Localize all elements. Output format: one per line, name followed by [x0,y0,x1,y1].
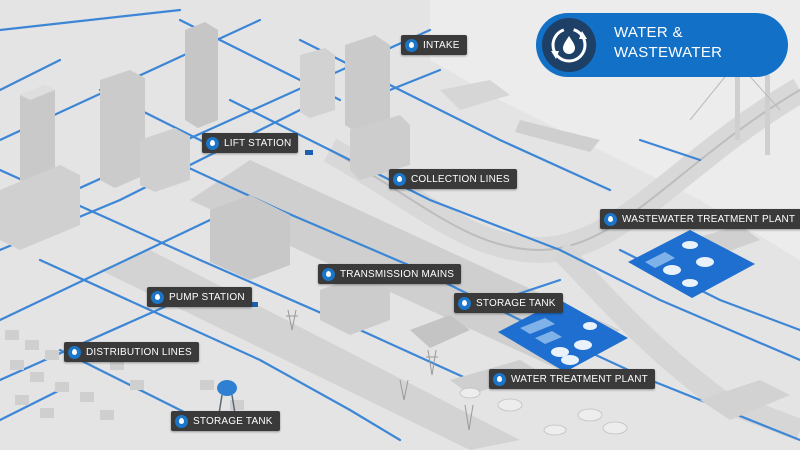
label-transmission-mains[interactable]: TRANSMISSION MAINS [318,264,462,284]
label-text: WASTEWATER TREATMENT PLANT [622,213,796,225]
water-drop-icon [68,345,81,359]
label-text: INTAKE [423,39,460,51]
badge-title: WATER & WASTEWATER [614,23,722,63]
label-text: STORAGE TANK [193,415,273,427]
badge-title-line2: WASTEWATER [614,44,723,61]
badge-title-line1: WATER & [614,24,683,41]
label-text: COLLECTION LINES [411,173,510,185]
label-pump-station[interactable]: PUMP STATION [147,287,252,307]
label-storage-tank-upper[interactable]: STORAGE TANK [454,293,563,313]
water-drop-icon [604,212,617,226]
label-intake[interactable]: INTAKE [401,35,467,55]
water-drop-icon [322,267,335,281]
water-drop-icon [405,38,418,52]
label-distribution-lines[interactable]: DISTRIBUTION LINES [64,342,199,362]
water-cycle-icon [542,18,596,72]
label-collection-lines[interactable]: COLLECTION LINES [389,169,517,189]
label-water-treatment-plant[interactable]: WATER TREATMENT PLANT [489,369,655,389]
label-text: WATER TREATMENT PLANT [511,373,648,385]
label-text: PUMP STATION [169,291,245,303]
water-drop-icon [393,172,406,186]
label-lift-station[interactable]: LIFT STATION [202,133,299,153]
water-drop-icon [175,414,188,428]
water-drop-icon [151,290,164,304]
water-drop-icon [458,296,471,310]
water-drop-icon [206,136,219,150]
title-badge: WATER & WASTEWATER [536,13,788,77]
label-wastewater-treatment-plant[interactable]: WASTEWATER TREATMENT PLANT [600,209,800,229]
label-storage-tank-lower[interactable]: STORAGE TANK [171,411,280,431]
label-text: STORAGE TANK [476,297,556,309]
label-text: LIFT STATION [224,137,292,149]
label-text: DISTRIBUTION LINES [86,346,192,358]
label-text: TRANSMISSION MAINS [340,268,455,280]
water-drop-icon [493,372,506,386]
